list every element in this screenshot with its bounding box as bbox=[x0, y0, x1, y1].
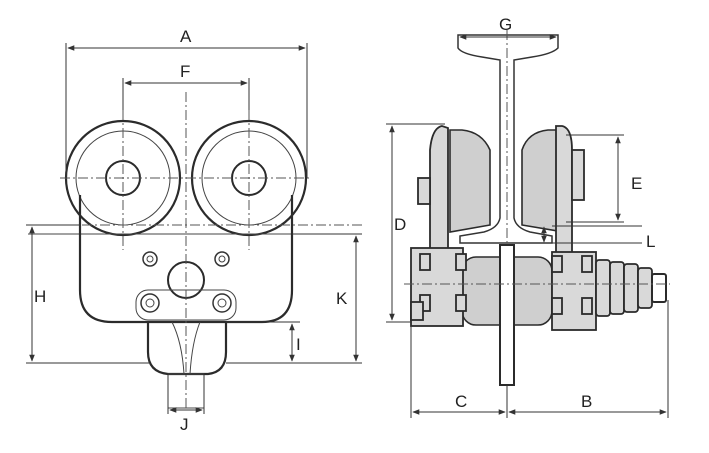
dimension-H: H bbox=[26, 224, 150, 364]
hanger-plate bbox=[499, 244, 515, 386]
dimension-E: E bbox=[566, 134, 642, 223]
right-wheel-side bbox=[521, 129, 565, 233]
label-L: L bbox=[646, 232, 655, 251]
label-C: C bbox=[455, 392, 467, 411]
adjusting-collars bbox=[595, 259, 667, 317]
label-K: K bbox=[336, 289, 348, 308]
dimension-C: C bbox=[410, 326, 508, 418]
label-B: B bbox=[581, 392, 592, 411]
label-I: I bbox=[296, 335, 301, 354]
label-D: D bbox=[394, 215, 406, 234]
label-F: F bbox=[180, 62, 190, 81]
dimension-I: I bbox=[226, 321, 301, 362]
side-view: G D E L C bbox=[386, 15, 670, 418]
side-plate bbox=[78, 195, 294, 324]
hook-block bbox=[146, 322, 228, 376]
label-G: G bbox=[499, 15, 512, 34]
nuts-side bbox=[410, 253, 593, 321]
dimension-J: J bbox=[167, 374, 205, 434]
dimension-D: D bbox=[386, 123, 445, 323]
dimension-K: K bbox=[226, 233, 362, 364]
dimension-F: F bbox=[122, 62, 250, 110]
right-side-plate bbox=[555, 125, 573, 259]
dimension-L: L bbox=[541, 225, 655, 251]
dimension-B: B bbox=[508, 300, 669, 418]
label-E: E bbox=[631, 174, 642, 193]
label-A: A bbox=[180, 27, 192, 46]
dimension-A: A bbox=[65, 27, 308, 178]
label-H: H bbox=[34, 287, 46, 306]
left-wheel-side bbox=[449, 129, 491, 233]
dimension-G: G bbox=[459, 15, 557, 40]
left-side-plate bbox=[429, 125, 449, 259]
label-J: J bbox=[180, 415, 189, 434]
front-view: A F H K I bbox=[26, 27, 362, 434]
